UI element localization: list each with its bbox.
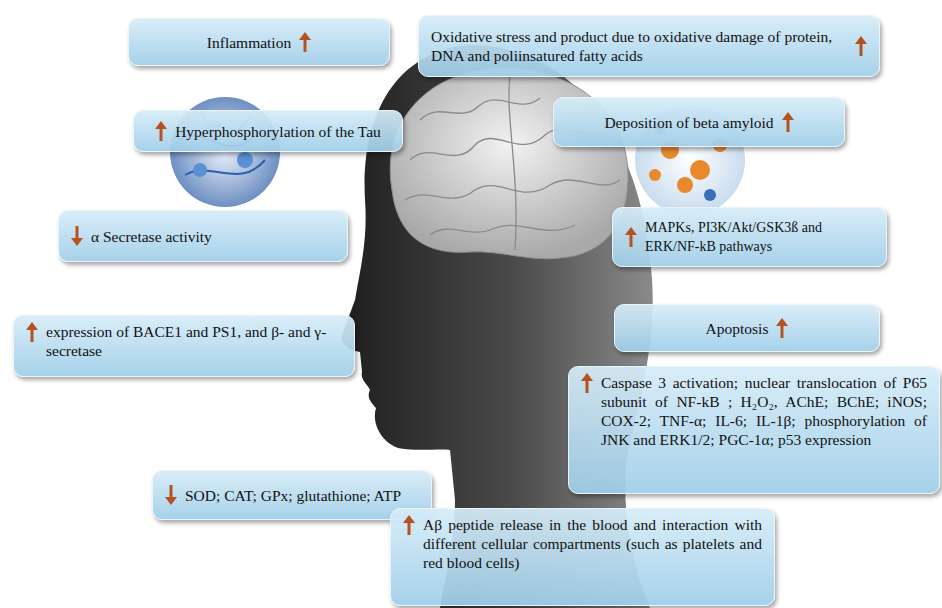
finding-box: Oxidative stress and product due to oxid… — [418, 15, 880, 77]
box-text: MAPKs, PI3K/Akt/GSK3ß and ERK/NF-kB path… — [645, 218, 874, 256]
decrease-arrow — [165, 485, 177, 505]
box-text: SOD; CAT; GPx; glutathione; ATP — [185, 486, 419, 505]
finding-box: α Secretase activity — [58, 210, 348, 262]
increase-arrow — [625, 227, 637, 247]
finding-box: expression of BACE1 and PS1, and β- and … — [13, 315, 355, 377]
finding-box: Apoptosis — [614, 304, 880, 352]
box-text: Deposition of beta amyloid — [604, 113, 773, 132]
box-text: Oxidative stress and product due to oxid… — [431, 27, 847, 65]
finding-box: MAPKs, PI3K/Akt/GSK3ß and ERK/NF-kB path… — [612, 207, 887, 267]
box-text: Aβ peptide release in the blood and inte… — [423, 515, 762, 572]
finding-box: Aβ peptide release in the blood and inte… — [390, 508, 775, 606]
box-text: Apoptosis — [706, 319, 769, 338]
increase-arrow — [782, 112, 794, 132]
increase-arrow — [155, 121, 167, 141]
increase-arrow — [403, 515, 415, 535]
box-text: Caspase 3 activation; nuclear translocat… — [601, 373, 927, 449]
finding-box: Hyperphosphorylation of the Tau — [133, 110, 403, 152]
increase-arrow — [26, 322, 38, 342]
box-text: α Secretase activity — [91, 227, 335, 246]
finding-box: Deposition of beta amyloid — [553, 97, 845, 147]
finding-box: Inflammation — [128, 18, 390, 66]
increase-arrow — [855, 36, 867, 56]
increase-arrow — [299, 32, 311, 52]
increase-arrow — [581, 373, 593, 393]
finding-box: SOD; CAT; GPx; glutathione; ATP — [152, 470, 432, 520]
box-text: Hyperphosphorylation of the Tau — [175, 122, 381, 141]
decrease-arrow — [71, 226, 83, 246]
box-text: expression of BACE1 and PS1, and β- and … — [46, 322, 342, 360]
box-text: Inflammation — [207, 33, 291, 52]
increase-arrow — [776, 318, 788, 338]
finding-box: Caspase 3 activation; nuclear translocat… — [568, 366, 940, 494]
